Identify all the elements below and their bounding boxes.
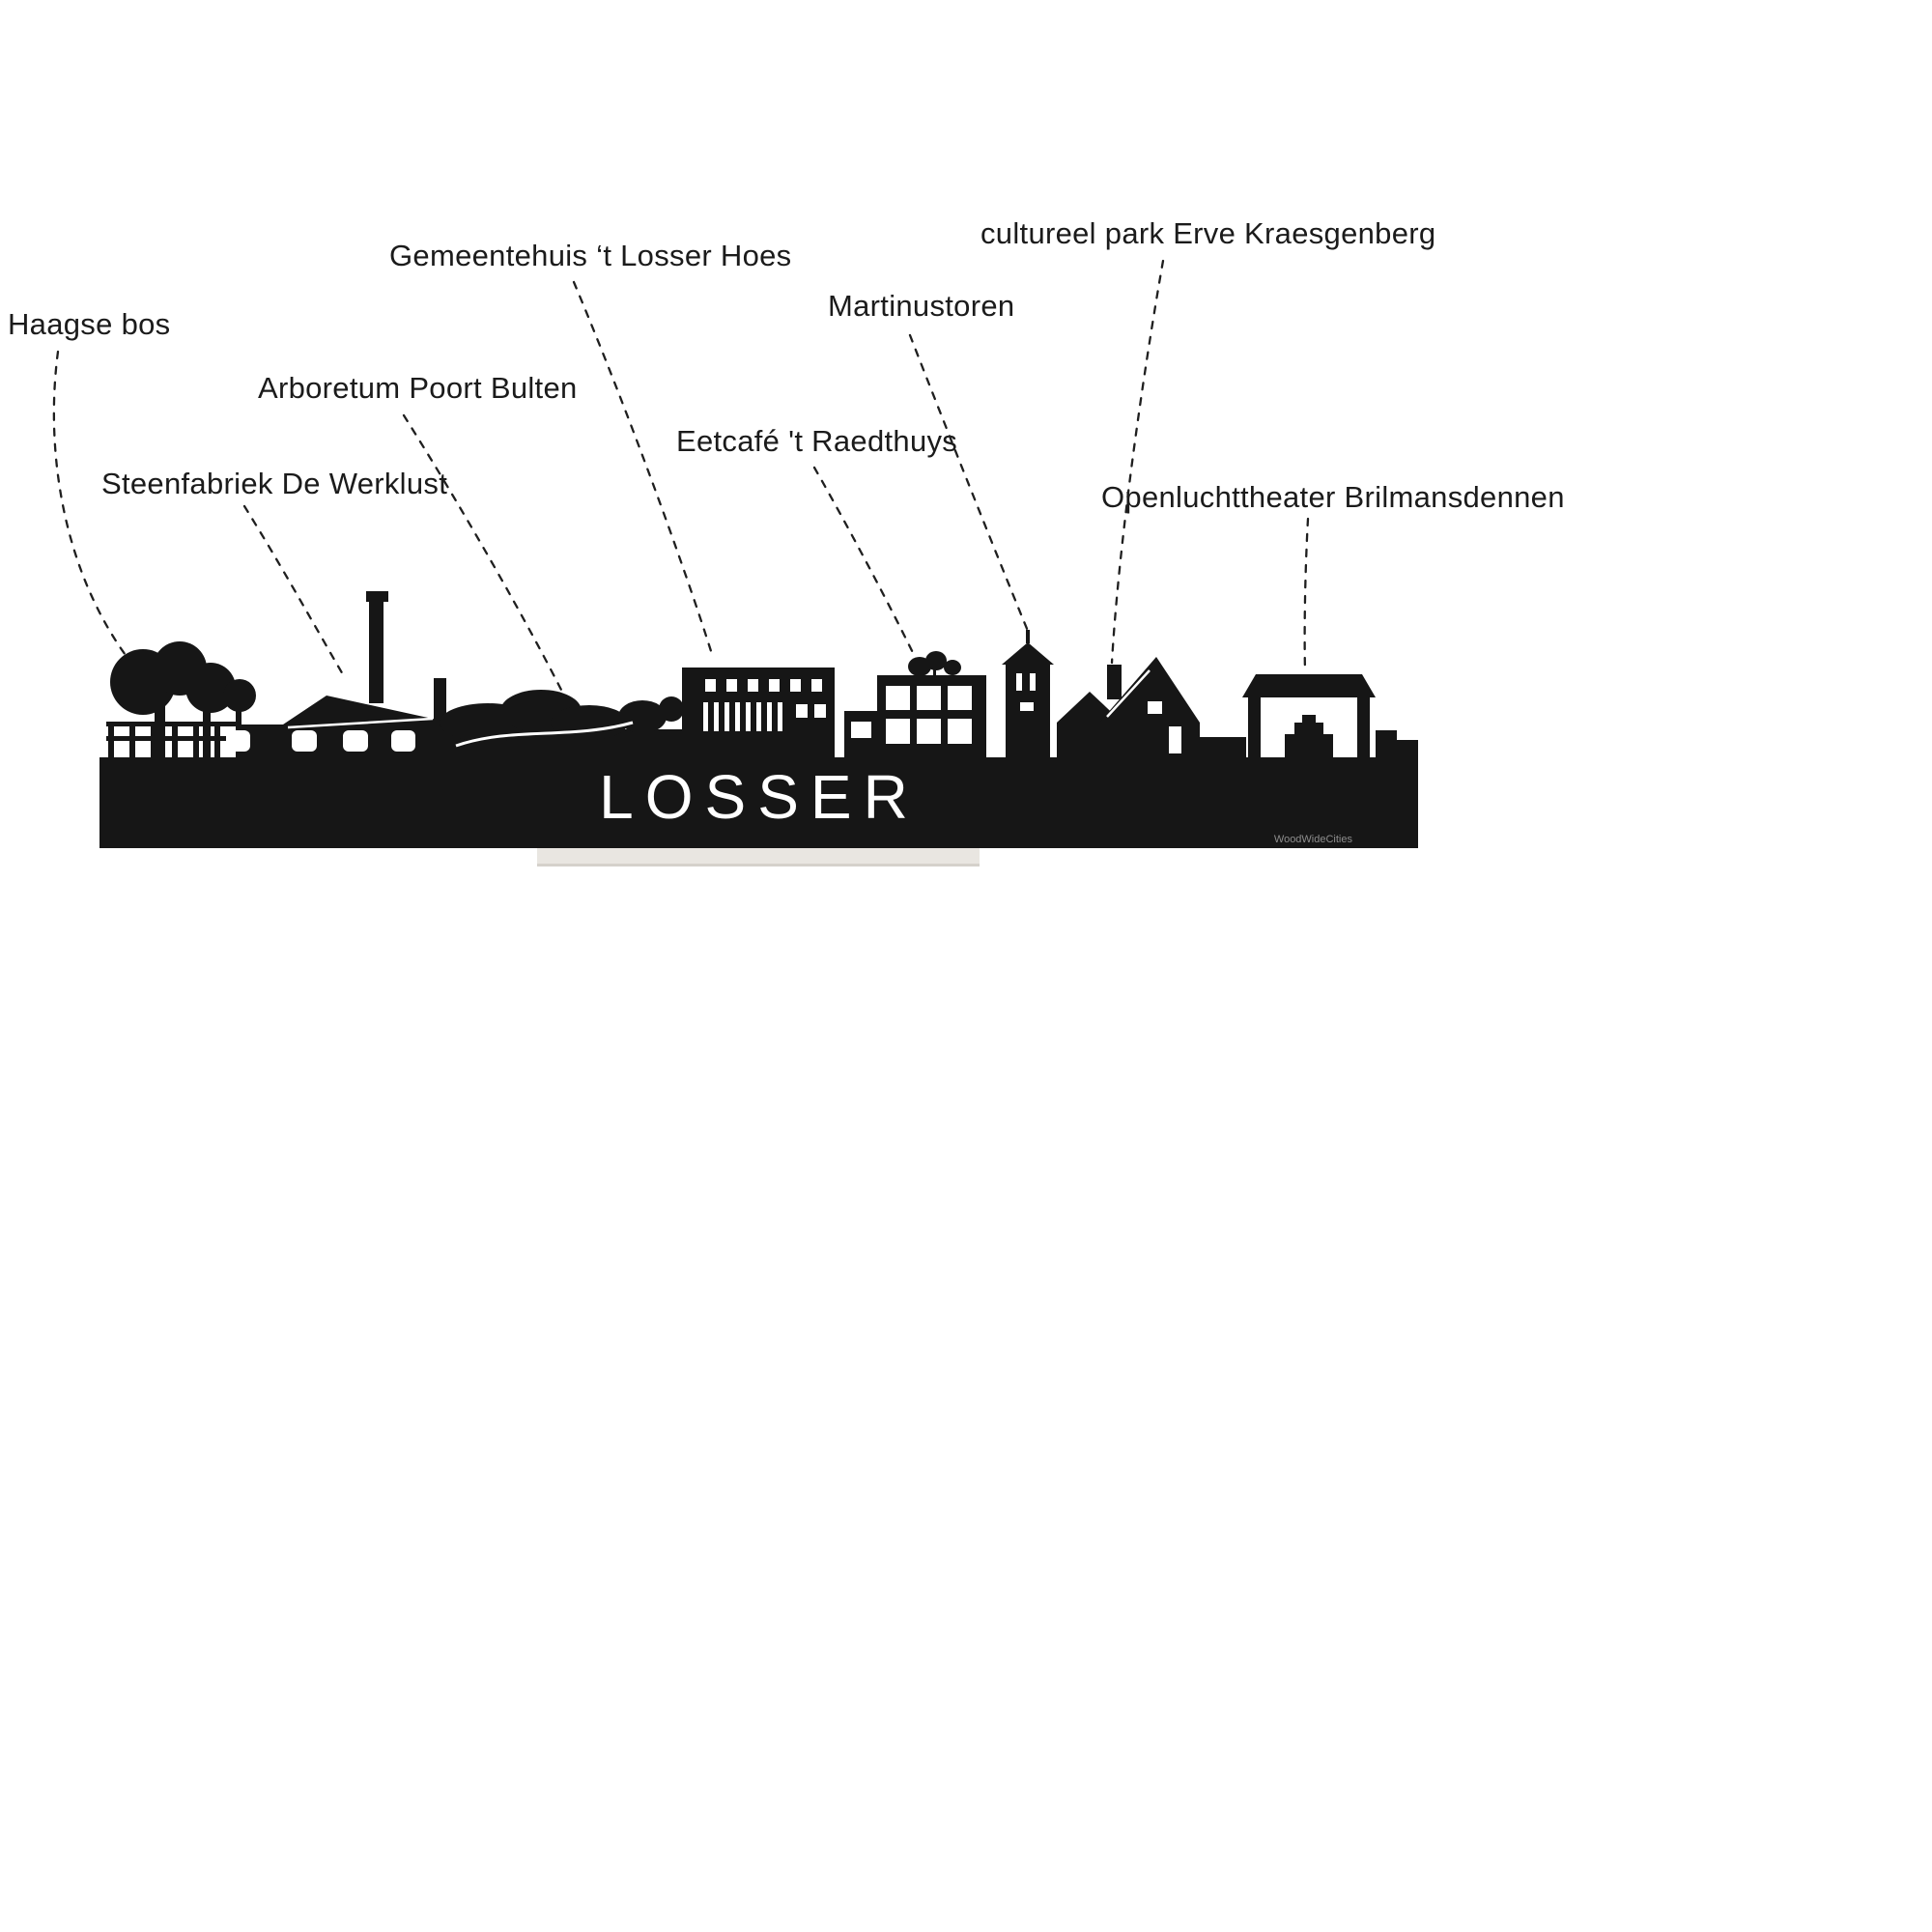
theater-stage-step [1285,734,1333,758]
label-openluchttheater-brilmansdennen: Openluchttheater Brilmansdennen [1101,480,1565,514]
theater-canopy [1242,674,1376,697]
leader-line-cultureel-park [1110,259,1165,665]
leader-line-martinustoren [908,333,1032,638]
label-eetcafe-t-raedthuys: Eetcafé 't Raedthuys [676,424,958,458]
fence-silhouette [106,722,237,758]
shed-door-cutout [391,730,415,752]
road-line [455,721,634,748]
leader-line-eetcafe [812,466,920,665]
eetcafe-windows [851,686,972,744]
shed-door-cutout [292,730,317,752]
farmhouse-window [1148,701,1162,714]
label-arboretum-poort-bulten: Arboretum Poort Bulten [258,371,578,405]
skyline-base [99,757,1418,848]
rooftop-plant [925,651,947,670]
theater-post-left [1248,696,1261,758]
shed-door-cutout [343,730,368,752]
label-martinustoren: Martinustoren [828,289,1015,323]
leader-lines [52,259,1310,701]
leader-line-haagse-bos [52,350,139,672]
leader-line-gemeentehuis [572,280,713,653]
edge-step [1397,740,1418,758]
farmhouse-details [1106,669,1181,753]
theater-post-right [1357,696,1370,758]
theater-stage-step [1294,723,1323,735]
label-gemeentehuis-t-losser-hoes: Gemeentehuis ‘t Losser Hoes [389,239,792,272]
tower-spire [1002,642,1054,665]
trees-left-silhouette [110,641,256,758]
gemeentehuis-windows [703,679,826,731]
stand [537,848,980,867]
skyline-silhouette [99,591,1418,848]
watermark-text: WoodWideCities [1274,834,1353,845]
leader-line-steenfabriek [242,504,346,678]
edge-step [1376,730,1397,758]
leader-line-openluchttheater [1303,517,1310,674]
label-cultureel-park-erve-kraesgenberg: cultureel park Erve Kraesgenberg [980,216,1436,250]
rooftop-plant [908,657,931,676]
white-cutouts: LOSSER WoodWideCities [226,669,1353,845]
martinustoren-windows [1016,673,1036,711]
tower-finial [1026,630,1030,643]
label-steenfabriek-de-werklust: Steenfabriek De Werklust [101,467,448,500]
stand-shadow [537,864,980,867]
label-haagse-bos: Haagse bos [8,307,171,341]
rooftop-plant [944,660,961,675]
openluchttheater-silhouette [1242,674,1418,758]
leader-line-arboretum [402,413,568,701]
farmhouse-door [1169,726,1181,753]
farmhouse-roof-line [1106,669,1151,718]
skyline-title: LOSSER [599,762,920,832]
martinustoren-silhouette [1002,630,1054,758]
theater-stage-step [1302,715,1316,724]
farmhouse-chimney [1107,665,1122,699]
factory-roof-line [287,717,434,729]
shed-door-cutout [226,730,250,752]
stand-bar [537,848,980,866]
factory-chimney-cap [366,591,388,602]
factory-chimney [369,599,384,703]
farmhouse-wall [1200,737,1246,758]
landscape-bushes-silhouette [440,690,687,758]
